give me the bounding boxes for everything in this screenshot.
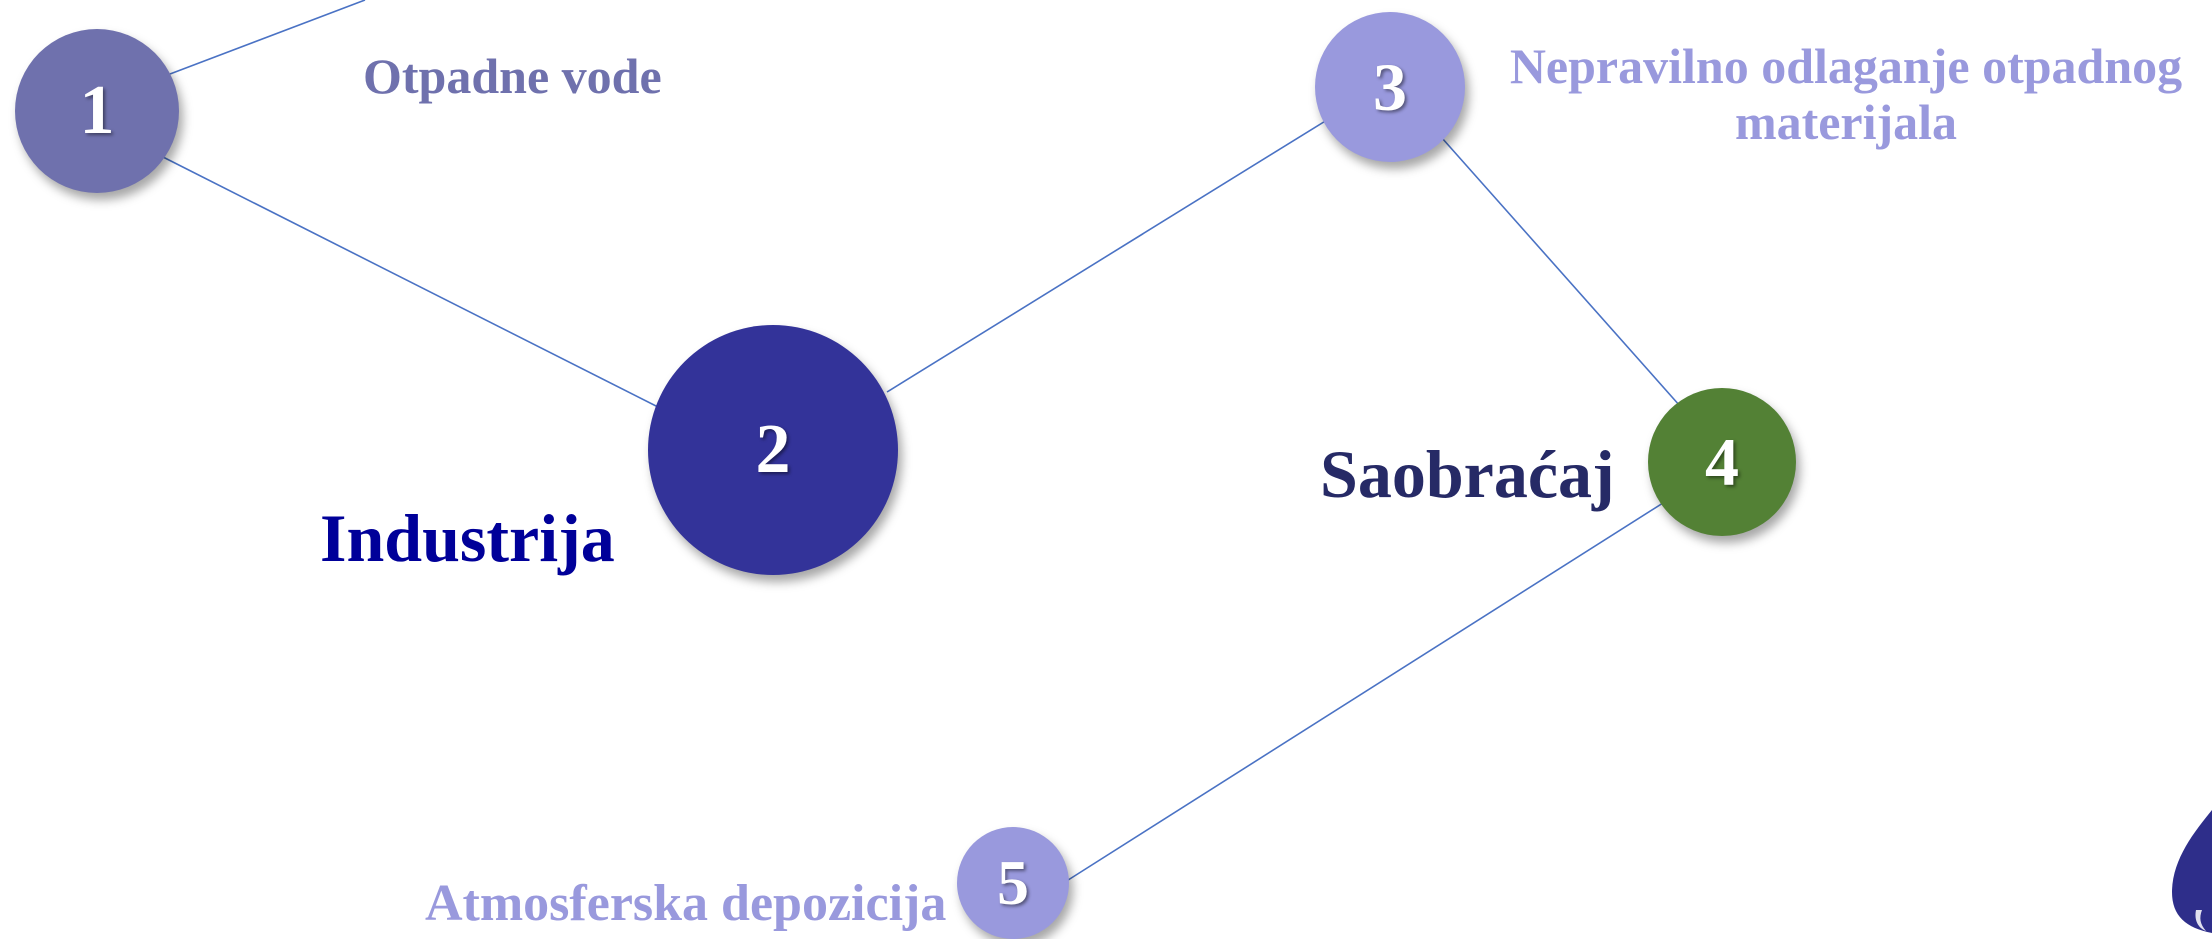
label-atmosferska-depozicija: Atmosferska depozicija	[425, 875, 947, 932]
node-5-circle: 5	[957, 827, 1069, 939]
label-saobracaj: Saobraćaj	[1320, 436, 1615, 512]
connector-line-4-5	[1064, 502, 1664, 883]
connector-line-2-3	[886, 119, 1328, 393]
node-1-number: 1	[79, 72, 115, 149]
node-3-circle: 3	[1315, 12, 1465, 162]
label-industrija: Industrija	[320, 500, 615, 576]
node-2-number: 2	[755, 411, 791, 488]
node-1-circle: 1	[15, 29, 179, 193]
label-nepravilno-odlaganje: Nepravilno odlaganje otpadnog materijala	[1509, 38, 2183, 150]
drop-icon	[2172, 810, 2212, 933]
connector-line-top-edge	[169, 0, 366, 75]
node-2-circle: 2	[648, 325, 898, 575]
connector-line-1-2	[162, 156, 661, 409]
node-3-number: 3	[1373, 48, 1407, 125]
node-4-circle: 4	[1648, 388, 1796, 536]
node-4-number: 4	[1705, 423, 1739, 500]
label-otpadne-vode: Otpadne vode	[363, 48, 662, 104]
node-5-number: 5	[997, 847, 1029, 918]
connector-line-3-4	[1441, 137, 1681, 407]
